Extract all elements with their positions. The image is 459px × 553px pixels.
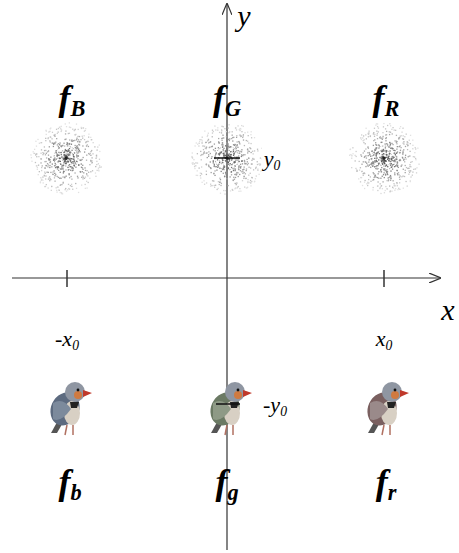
- function-label: fB: [59, 80, 86, 121]
- function-label: fR: [373, 80, 400, 121]
- bird-figure: [45, 382, 92, 435]
- coordinate-label: -x0: [55, 328, 79, 352]
- bird-figure: [205, 382, 252, 435]
- marker-tick: [216, 403, 240, 405]
- bird-figure: [362, 382, 409, 435]
- axis-label: x: [441, 295, 454, 325]
- spectrum-pattern: [30, 122, 102, 194]
- coordinate-label: -y0: [261, 393, 289, 419]
- function-label: fg: [215, 464, 238, 505]
- spectrum-patterns: [30, 122, 419, 194]
- function-label: fG: [213, 80, 241, 121]
- function-label: fb: [58, 464, 81, 505]
- marker-tick: [214, 157, 240, 159]
- bird-images: [45, 382, 409, 435]
- axis-tick: [66, 270, 68, 287]
- axis-tick: [383, 270, 385, 287]
- coordinate-label: y0: [262, 147, 283, 173]
- spectrum-pattern: [191, 124, 263, 195]
- function-label: fr: [376, 464, 397, 505]
- x-axis: [12, 277, 440, 278]
- coordinate-label: x0: [376, 328, 393, 352]
- axis-label: y: [237, 1, 250, 31]
- spectrum-pattern: [349, 123, 420, 194]
